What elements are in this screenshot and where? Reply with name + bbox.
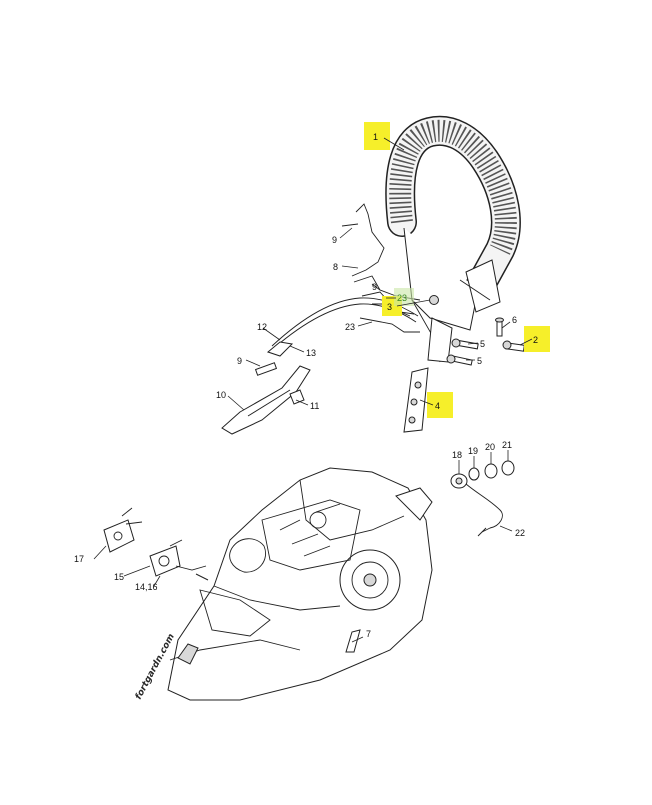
label-part-15: 15 <box>114 572 124 582</box>
label-part-1: 1 <box>373 132 378 142</box>
label-part-9-top: 9 <box>332 235 337 245</box>
chainsaw-body <box>167 467 433 701</box>
label-part-6: 6 <box>512 315 517 325</box>
part-handlebar <box>385 115 521 363</box>
screws <box>446 317 525 366</box>
highlight-4 <box>427 392 453 418</box>
label-part-17: 17 <box>74 554 84 564</box>
label-part-23-upper: 23 <box>397 293 407 303</box>
label-part-9-lower: 9 <box>237 356 242 366</box>
label-part-14-16: 14,16 <box>135 582 158 592</box>
label-part-21: 21 <box>502 440 512 450</box>
part-labels: 1 2 3 4 5 5 6 7 8 9 9 9 10 11 12 13 14,1… <box>74 132 538 639</box>
label-part-13: 13 <box>306 348 316 358</box>
part-4-plate <box>403 367 429 433</box>
label-part-22: 22 <box>515 528 525 538</box>
label-part-3: 3 <box>387 302 392 312</box>
label-part-5a: 5 <box>480 339 485 349</box>
label-part-4: 4 <box>435 401 440 411</box>
leader-lines <box>93 137 533 643</box>
label-part-20: 20 <box>485 442 495 452</box>
label-part-19: 19 <box>468 446 478 456</box>
parts-18-22 <box>450 460 515 537</box>
label-part-12: 12 <box>257 322 267 332</box>
highlight-boxes <box>364 122 550 418</box>
label-part-5b: 5 <box>477 356 482 366</box>
label-part-2: 2 <box>533 335 538 345</box>
label-part-10: 10 <box>216 390 226 400</box>
highlight-1 <box>364 122 390 150</box>
label-part-18: 18 <box>452 450 462 460</box>
part-10-lever <box>221 362 311 435</box>
highlight-2 <box>524 326 550 352</box>
label-part-11: 11 <box>310 401 319 411</box>
highlight-23 <box>394 288 414 306</box>
label-part-9-middle: 9 <box>372 282 377 292</box>
label-part-8: 8 <box>333 262 338 272</box>
part-3-nut <box>429 295 439 305</box>
label-part-7: 7 <box>366 629 371 639</box>
part-7 <box>345 629 361 653</box>
label-part-23-lower: 23 <box>345 322 355 332</box>
gaskets <box>103 507 209 581</box>
